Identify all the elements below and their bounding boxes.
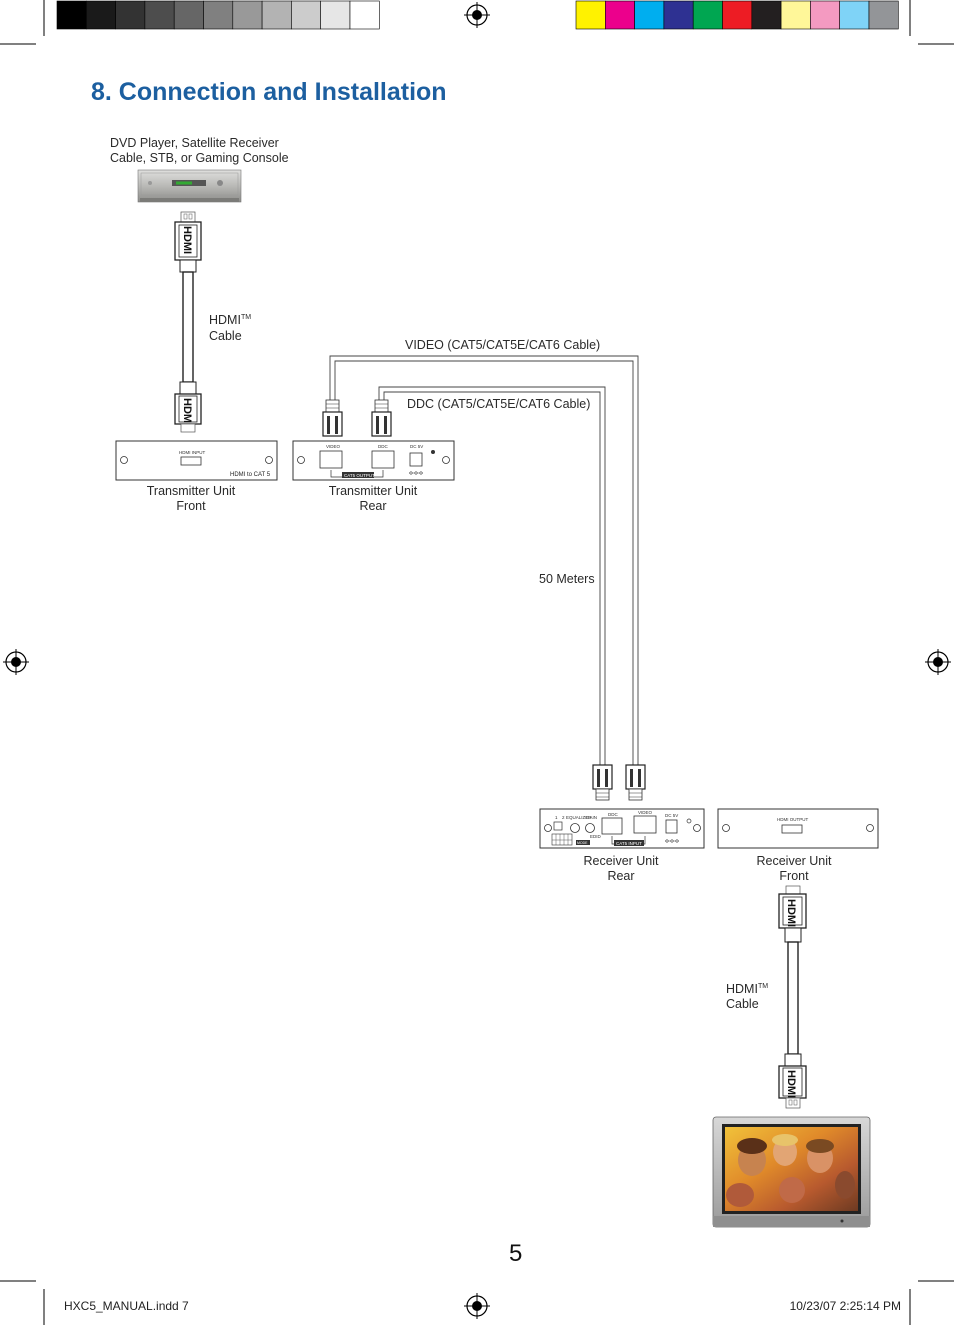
hdmi-cable-top-label-line1: HDMITM	[209, 313, 251, 327]
ddc-cable-label: DDC (CAT5/CAT5E/CAT6 Cable)	[407, 397, 590, 411]
gray-swatch-9	[291, 0, 321, 30]
footer-timestamp: 10/23/07 2:25:14 PM	[790, 1299, 901, 1313]
gray-swatch-2	[86, 0, 116, 30]
rx-rear-switch-1: 1	[555, 815, 558, 820]
tx-rear-output-label: CAT5 OUTPUT	[344, 473, 375, 478]
rx-front-label-line2: Front	[779, 869, 809, 883]
tx-rear-ddc-label: DDC	[378, 444, 388, 449]
rx-rear-gain-label: GAIN	[586, 815, 597, 820]
rx-rear-label-line1: Receiver Unit	[583, 854, 659, 868]
color-swatch-7	[751, 0, 782, 30]
color-swatch-3	[634, 0, 665, 30]
television-icon	[712, 1116, 871, 1228]
registration-target-bottom	[464, 1293, 490, 1319]
rx-rear-small-label: EDID	[590, 834, 602, 839]
gray-swatch-5	[173, 0, 204, 30]
tx-rear-label-line2: Rear	[359, 499, 386, 513]
registration-target-left	[3, 649, 29, 675]
receiver-front-panel: HDMI OUTPUT	[717, 808, 879, 849]
trademark-mark-2: TM	[758, 983, 768, 990]
video-cat5-cable	[329, 355, 639, 765]
gray-swatch-7	[232, 0, 263, 30]
video-cable-label: VIDEO (CAT5/CAT5E/CAT6 Cable)	[405, 338, 600, 352]
trademark-mark: TM	[241, 314, 251, 321]
tx-rear-label-line1: Transmitter Unit	[329, 484, 418, 498]
hdmi-cable-top-label-line2: Cable	[209, 329, 242, 343]
rx-rear-video-label: VIDEO	[638, 810, 653, 815]
hdmi-cable-bottom-label-line2: Cable	[726, 997, 759, 1011]
hdmi-cable-top: HDMI HDMI	[174, 211, 202, 433]
gray-calibration-bar	[56, 0, 380, 30]
source-label-line1: DVD Player, Satellite Receiver	[110, 136, 279, 150]
rx-rear-mini-label: MODE	[577, 841, 588, 845]
distance-label: 50 Meters	[539, 572, 595, 586]
rx-rear-label-line2: Rear	[607, 869, 634, 883]
rj45-plug-ddc-rx	[592, 764, 613, 801]
registration-target-right	[925, 649, 951, 675]
color-swatch-10	[839, 0, 870, 30]
rx-front-port-label: HDMI OUTPUT	[777, 817, 808, 822]
transmitter-front-panel: HDMI INPUT HDMI to CAT 5	[115, 440, 278, 481]
page-number: 5	[509, 1240, 522, 1267]
color-swatch-5	[692, 0, 723, 30]
gray-swatch-3	[115, 0, 146, 30]
gray-swatch-10	[320, 0, 351, 30]
color-swatch-9	[810, 0, 841, 30]
rx-front-label-line1: Receiver Unit	[756, 854, 832, 868]
color-calibration-bar	[575, 0, 899, 30]
color-swatch-8	[780, 0, 811, 30]
hdmi-cable-bottom-label-line1: HDMITM	[726, 982, 768, 996]
rx-rear-input-label: CAT5 INPUT	[616, 841, 642, 846]
hdmi-cable-bottom: HDMI HDMI	[778, 885, 807, 1109]
tx-front-label-line1: Transmitter Unit	[147, 484, 236, 498]
hdmi-logo-1: HDMI	[181, 226, 193, 254]
rj45-plug-video-tx	[322, 399, 343, 437]
color-swatch-11	[868, 0, 899, 30]
rx-rear-switch-2: 2	[562, 815, 565, 820]
tx-rear-dc-label: DC 5V	[410, 444, 423, 449]
hdmi-logo-3: HDMI	[785, 899, 797, 927]
tx-front-label-line2: Front	[176, 499, 206, 513]
tx-front-port-label: HDMI INPUT	[179, 450, 205, 455]
tx-front-logo: HDMI to CAT 5	[230, 472, 271, 478]
gray-swatch-11	[349, 0, 380, 30]
rx-rear-equalizer-label: EQUALIZER	[566, 815, 592, 820]
transmitter-rear-panel: VIDEO DDC DC 5V CAT5 OUTPUT	[292, 440, 455, 481]
tx-rear-video-label: VIDEO	[326, 444, 341, 449]
color-swatch-2	[604, 0, 635, 30]
rj45-plug-ddc-tx	[371, 399, 392, 437]
hdmi-logo-2: HDMI	[181, 398, 193, 426]
ddc-cat5-cable	[378, 386, 606, 765]
source-label-line2: Cable, STB, or Gaming Console	[110, 151, 289, 165]
footer-filename: HXC5_MANUAL.indd 7	[64, 1299, 189, 1313]
page-title: 8. Connection and Installation	[91, 78, 447, 106]
gray-swatch-8	[261, 0, 292, 30]
gray-swatch-6	[203, 0, 234, 30]
color-swatch-1	[575, 0, 606, 30]
color-swatch-4	[663, 0, 694, 30]
gray-swatch-4	[144, 0, 175, 30]
rx-rear-dc-label: DC 5V	[665, 813, 678, 818]
color-swatch-6	[722, 0, 753, 30]
receiver-rear-panel: 1 2 EQUALIZER GAIN DDC VIDEO DC 5V EDID …	[539, 808, 705, 849]
rj45-plug-video-rx	[625, 764, 646, 801]
dvd-player-icon	[137, 169, 242, 203]
rx-rear-ddc-label: DDC	[608, 812, 618, 817]
registration-target-top	[464, 2, 490, 28]
gray-swatch-1	[56, 0, 87, 30]
hdmi-logo-4: HDMI	[785, 1070, 797, 1098]
